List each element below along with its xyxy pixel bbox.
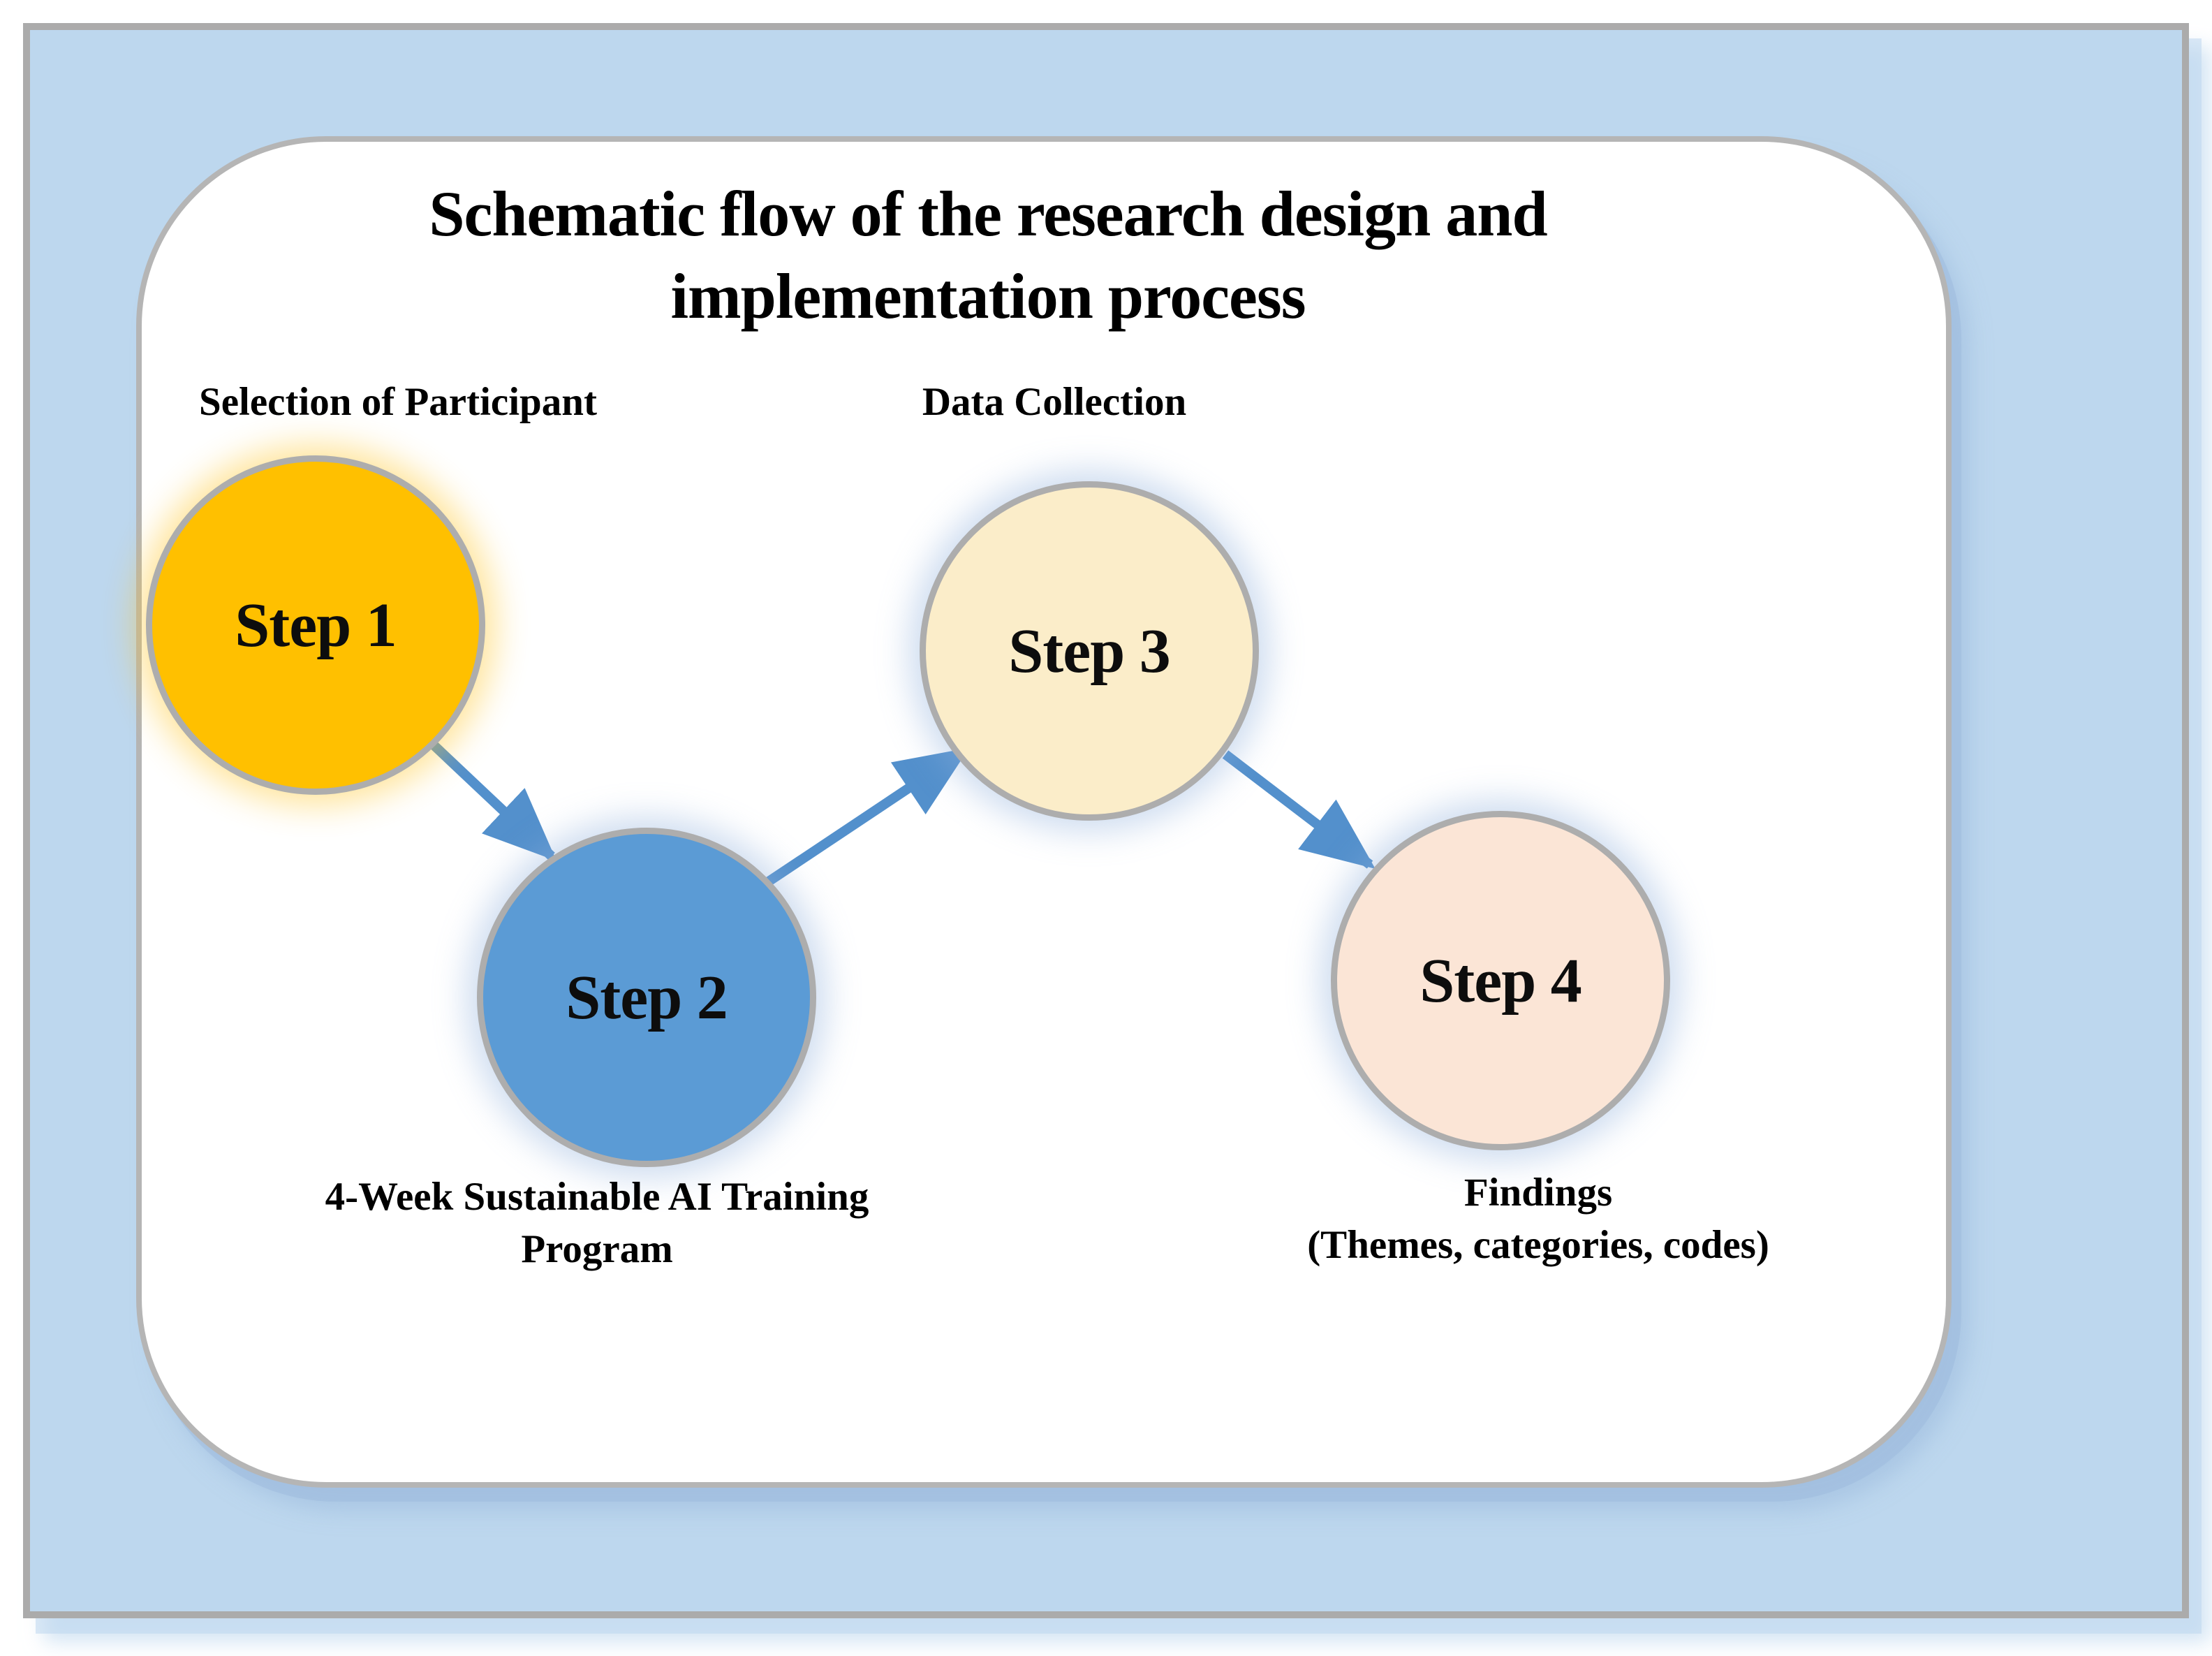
- step-1-circle: Step 1: [146, 455, 485, 795]
- label-findings-line1: Findings: [1463, 1171, 1613, 1215]
- step-3-circle: Step 3: [920, 481, 1259, 821]
- step-4-label: Step 4: [1420, 946, 1582, 1016]
- step-1-label: Step 1: [235, 590, 397, 660]
- label-findings: Findings (Themes, categories, codes): [1189, 1166, 1887, 1271]
- diagram-title-line2: implementation process: [670, 260, 1306, 332]
- label-selection-of-participant: Selection of Participant: [199, 380, 597, 424]
- step-3-label: Step 3: [1008, 616, 1171, 686]
- diagram-title-line1: Schematic flow of the research design an…: [429, 178, 1547, 249]
- step-4-circle: Step 4: [1331, 811, 1670, 1150]
- label-findings-line2: (Themes, categories, codes): [1307, 1223, 1769, 1268]
- step-2-label: Step 2: [566, 962, 728, 1032]
- label-training-program-line1: 4-Week Sustainable AI Training: [325, 1175, 869, 1219]
- step-2-circle: Step 2: [477, 828, 816, 1167]
- label-data-collection: Data Collection: [922, 380, 1187, 424]
- diagram-title: Schematic flow of the research design an…: [136, 173, 1840, 338]
- label-training-program: 4-Week Sustainable AI Training Program: [248, 1171, 946, 1275]
- label-training-program-line2: Program: [521, 1227, 673, 1272]
